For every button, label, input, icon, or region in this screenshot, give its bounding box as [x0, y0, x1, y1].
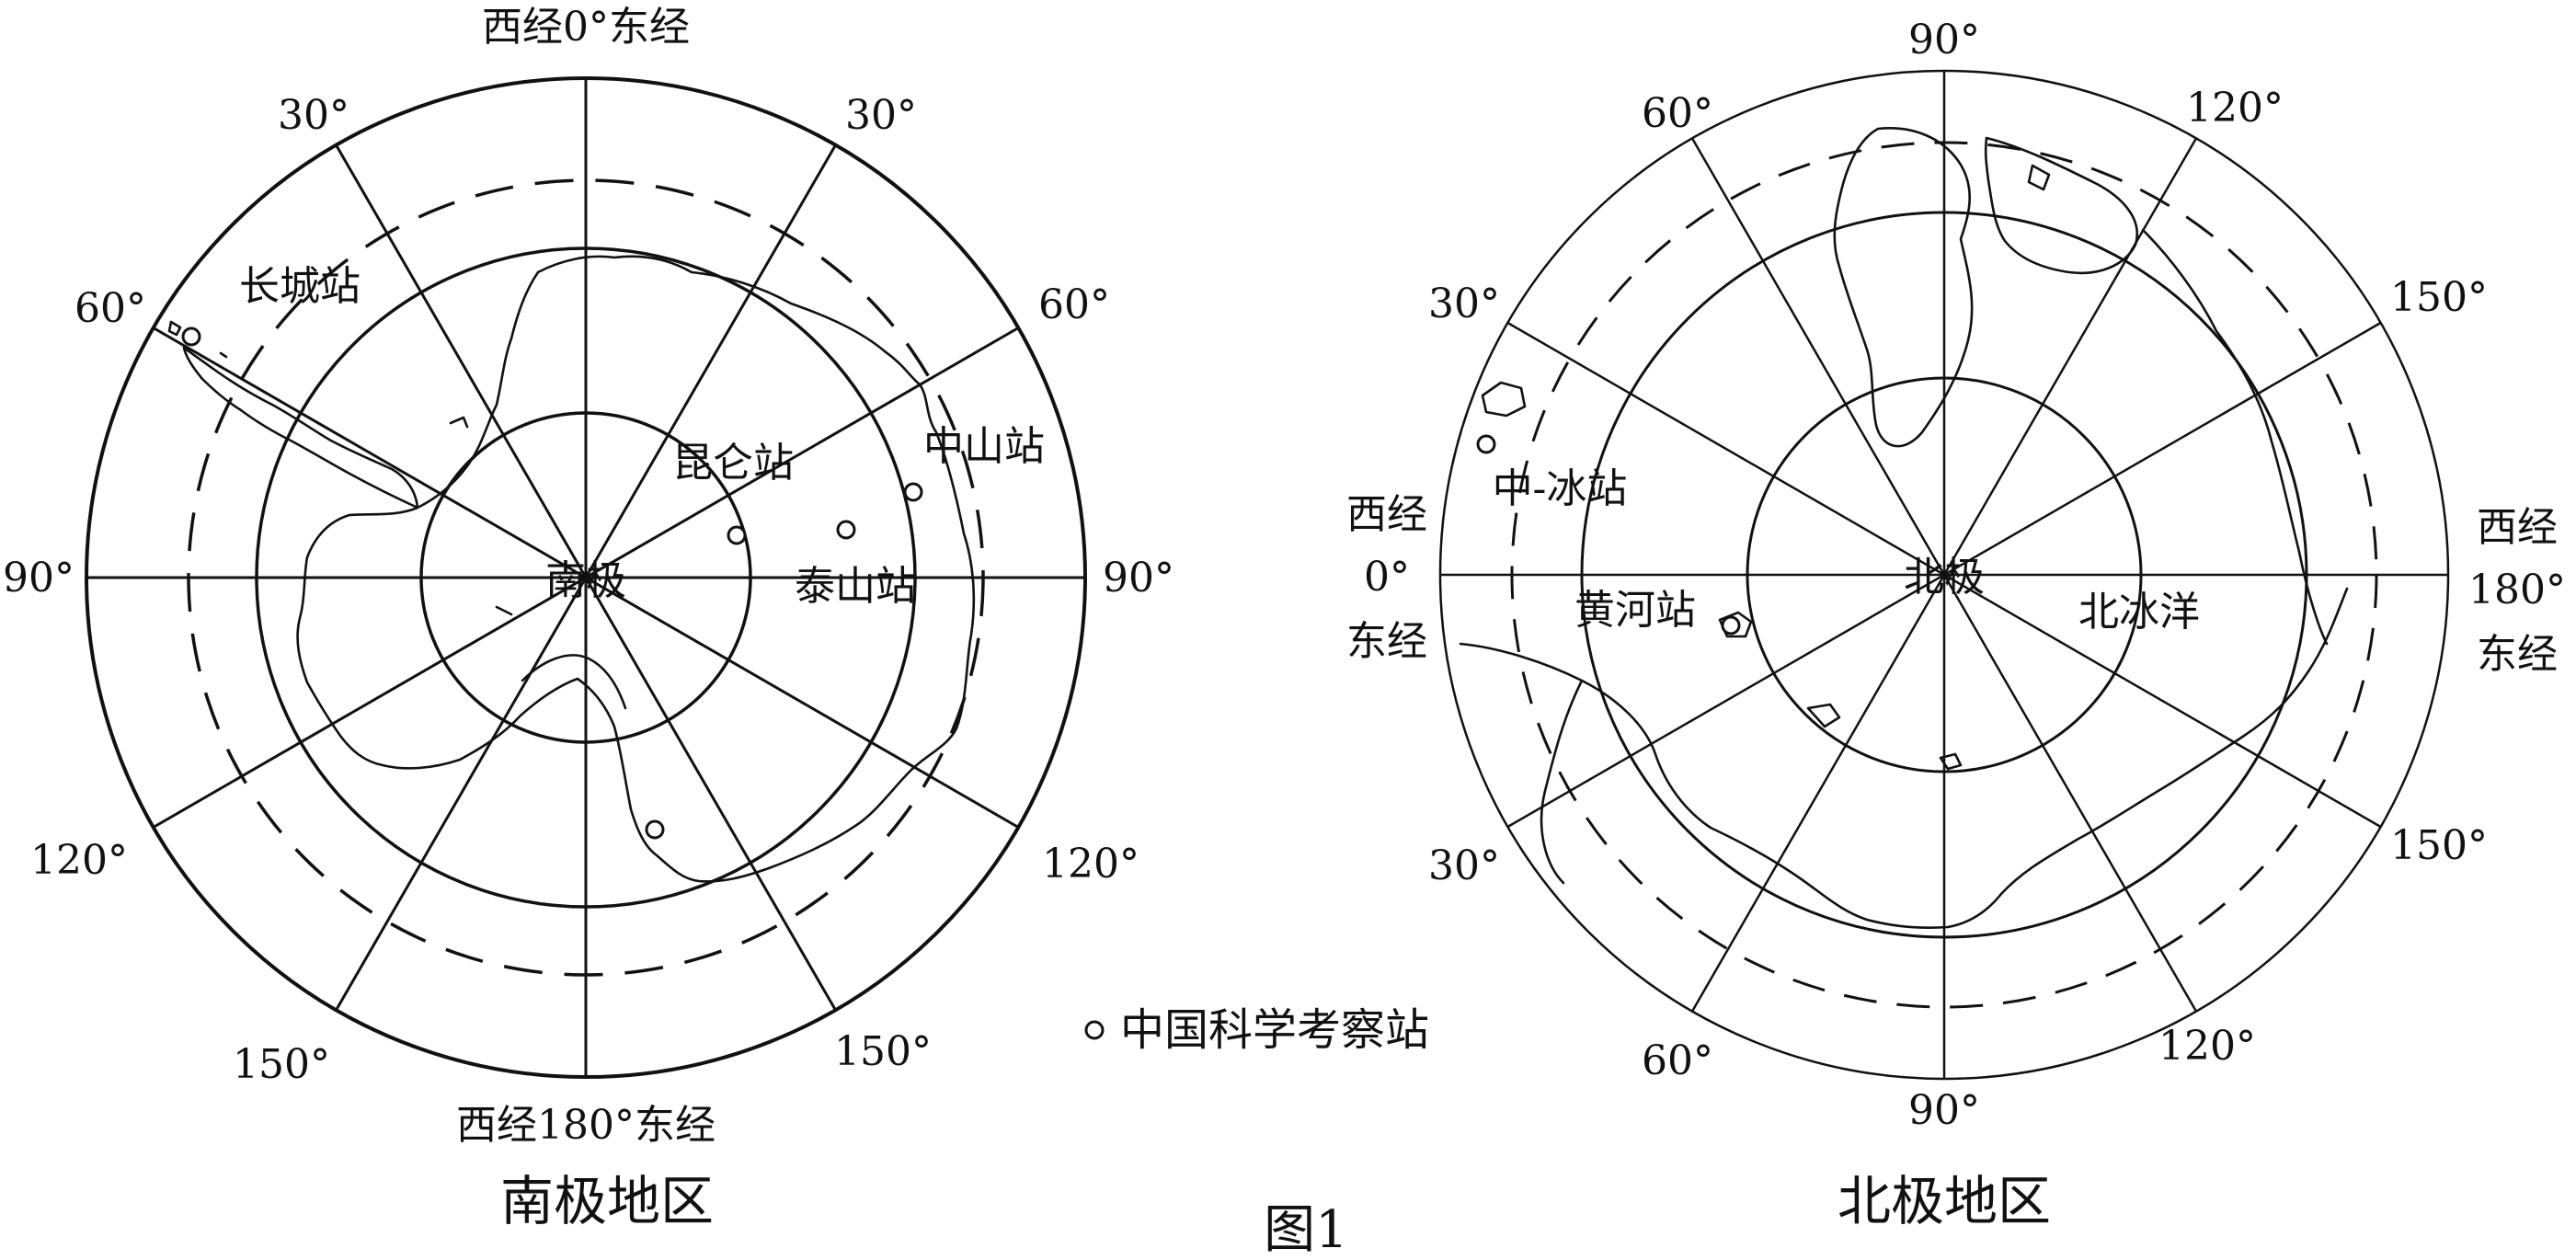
station-label-zhongbing: 中-冰站: [1493, 465, 1628, 512]
south-lon-w150: 150°: [233, 1041, 330, 1088]
station-marker-huanghe: [1721, 615, 1741, 636]
svg-text:180°: 180°: [2468, 567, 2566, 613]
station-label-zhongshan: 中山站: [923, 423, 1045, 470]
legend-station-marker: [1084, 1020, 1105, 1040]
station-marker-kunlun: [727, 525, 747, 545]
svg-text:东经: 东经: [2477, 631, 2558, 678]
north-polar-map: 90° 90° 60° 120° 30° 150° 30° 150° 60° 1…: [1346, 17, 2566, 1232]
north-lon-bottom90: 90°: [1908, 1087, 1980, 1134]
station-marker-zhongbing: [1476, 434, 1496, 454]
north-lon-bl60: 60°: [1642, 1037, 1713, 1084]
north-america-coastline: [1984, 136, 2329, 646]
svg-text:东经: 东经: [1346, 618, 1427, 665]
north-lon-top90: 90°: [1908, 17, 1980, 63]
north-lon-br120: 120°: [2158, 1023, 2256, 1070]
north-lon-tl60: 60°: [1642, 90, 1713, 137]
scandinavia-coastline: [1540, 679, 1584, 885]
south-lon-e90: 90°: [1103, 555, 1174, 601]
south-map-title: 南极地区: [500, 1170, 714, 1232]
station-marker-zhongshan: [903, 482, 923, 502]
station-marker-taishan: [836, 520, 856, 540]
station-marker-unnamed: [645, 819, 665, 840]
south-graticule: [85, 76, 1087, 1079]
south-lon-w30: 30°: [278, 92, 349, 139]
south-meridians: [86, 78, 1085, 1077]
svg-text:0°: 0°: [1364, 554, 1410, 601]
legend-label: 中国科学考察站: [1120, 1004, 1429, 1056]
station-label-changcheng: 长城站: [239, 263, 361, 310]
svg-text:西经: 西经: [1346, 491, 1427, 538]
legend: 中国科学考察站: [1084, 1004, 1429, 1056]
south-lon-e120: 120°: [1042, 841, 1139, 888]
arctic-ocean-label: 北冰洋: [2078, 589, 2200, 636]
south-bottom-label: 西经180°东经: [456, 1102, 716, 1149]
south-lon-e60: 60°: [1038, 281, 1110, 328]
north-lon-l30: 30°: [1428, 281, 1500, 327]
north-lon-tr120: 120°: [2186, 85, 2284, 132]
station-marker-changcheng: [181, 326, 201, 347]
north-map-title: 北极地区: [1838, 1170, 2051, 1232]
north-lon-bl30: 30°: [1428, 842, 1500, 889]
south-lon-e30: 30°: [845, 92, 917, 139]
meridian-line: [1506, 321, 2382, 829]
south-lon-w60: 60°: [74, 285, 146, 332]
station-label-taishan: 泰山站: [795, 563, 916, 610]
north-right-label: 西经 180° 东经: [2468, 504, 2566, 678]
eurasia-coastline: [1459, 587, 2349, 930]
north-pole-label: 北极: [1904, 554, 1985, 601]
south-polar-map: 西经0°东经 西经180°东经 30° 30° 60° 60° 90° 90° …: [3, 4, 1174, 1232]
antarctic-peninsula: [182, 346, 419, 510]
south-top-label: 西经0°东经: [482, 4, 690, 51]
svg-text:西经: 西经: [2477, 504, 2558, 551]
greenland-coastline: [1833, 127, 1974, 448]
south-lon-e150: 150°: [834, 1028, 932, 1075]
antarctica-coastline: [296, 255, 976, 883]
meridian-line: [152, 326, 1020, 829]
station-label-huanghe: 黄河站: [1574, 587, 1696, 634]
north-lon-r150: 150°: [2390, 274, 2488, 321]
north-lon-br150: 150°: [2390, 822, 2488, 869]
ross-ice-shelf: [521, 654, 627, 710]
south-lon-w90: 90°: [3, 555, 74, 601]
south-lon-w120: 120°: [30, 837, 128, 884]
figure-caption: 图1: [1264, 1200, 1348, 1260]
north-left-label: 西经 0° 东经: [1346, 491, 1427, 665]
station-label-kunlun: 昆仑站: [672, 440, 794, 487]
south-pole-label: 南极: [545, 557, 626, 604]
iceland-coastline: [1481, 381, 1527, 418]
south-islands: [167, 320, 513, 616]
